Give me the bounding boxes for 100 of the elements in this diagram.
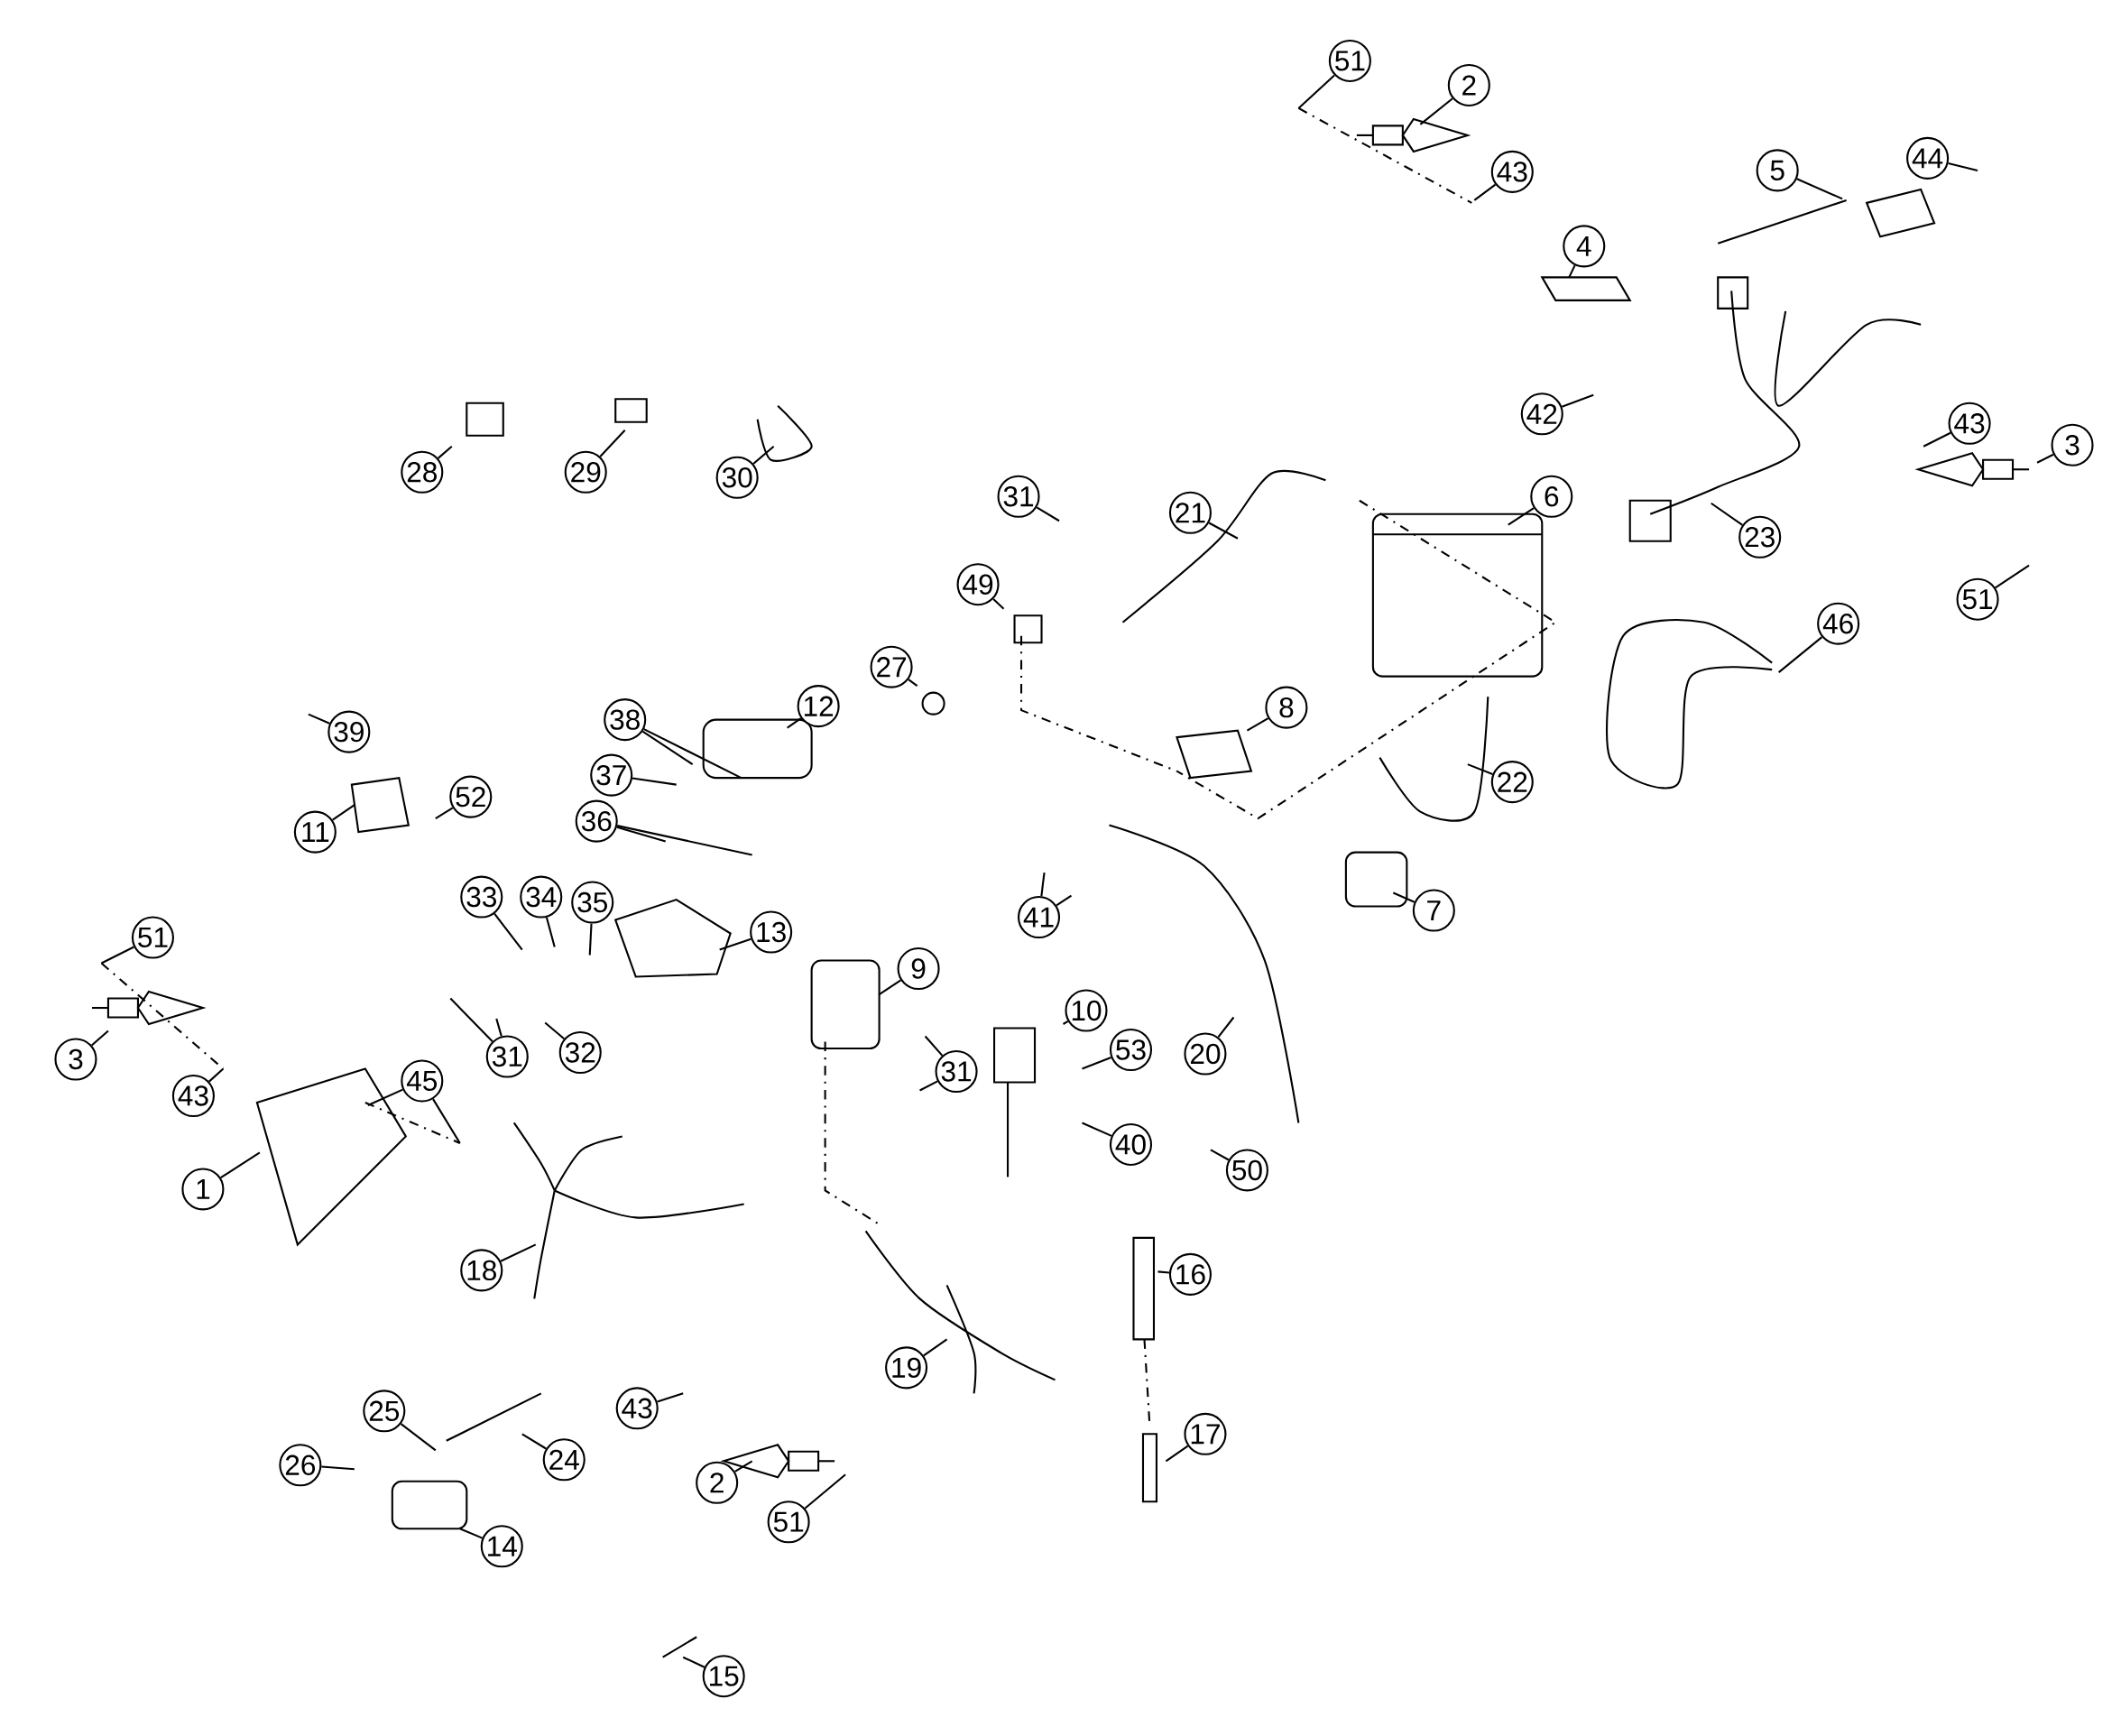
callout-number: 27 (870, 645, 913, 688)
callout-number: 39 (327, 710, 371, 753)
leader-line (924, 1035, 944, 1057)
leader-line (493, 913, 523, 951)
leader-line (923, 1338, 948, 1357)
leader-line (1082, 1122, 1112, 1137)
callout-number: 22 (1490, 761, 1534, 804)
leader-line (1995, 565, 2030, 589)
callout-number: 15 (702, 1655, 745, 1698)
callout-number: 38 (604, 698, 647, 742)
callout-number: 14 (480, 1525, 523, 1568)
leader-line (1246, 717, 1269, 732)
leader-line (804, 1473, 846, 1510)
callout-number: 41 (1017, 896, 1061, 939)
leader-line (617, 825, 752, 856)
leader-line (91, 1030, 109, 1047)
callout-number: 43 (171, 1075, 215, 1118)
leader-line (459, 1528, 483, 1539)
leader-line (1392, 891, 1416, 903)
callout-number: 43 (1490, 151, 1534, 194)
leader-line (1562, 393, 1594, 408)
callout-number: 17 (1184, 1412, 1227, 1455)
callout-number: 20 (1184, 1032, 1227, 1076)
callout-number: 5 (1756, 149, 1799, 192)
callout-number: 2 (1447, 64, 1490, 107)
callout-number: 6 (1530, 475, 1573, 518)
callout-number: 33 (460, 875, 503, 919)
callout-number: 43 (1948, 402, 1991, 445)
callout-number: 49 (956, 563, 1000, 606)
leader-line (1419, 97, 1453, 125)
callout-number: 53 (1109, 1029, 1153, 1072)
callout-number: 18 (460, 1249, 503, 1292)
callout-number: 1 (181, 1168, 225, 1211)
leader-line (1948, 162, 1978, 172)
callout-number: 4 (1563, 225, 1606, 268)
callout-number: 50 (1225, 1149, 1268, 1192)
leader-line (752, 446, 775, 465)
leader-line (449, 997, 493, 1043)
callout-number: 3 (2051, 423, 2094, 466)
callout-number: 46 (1817, 602, 1860, 645)
leader-line (435, 807, 454, 820)
callout-number: 36 (575, 799, 618, 843)
callout-number: 44 (1906, 137, 1950, 180)
leader-line (641, 730, 694, 766)
leader-line (734, 1460, 753, 1473)
callout-number: 40 (1109, 1123, 1153, 1167)
leader-line (1157, 1270, 1170, 1274)
leader-line (544, 1021, 565, 1040)
leader-line (1036, 506, 1060, 522)
callout-number: 35 (571, 881, 614, 924)
leader-line (400, 1423, 437, 1452)
leader-line (1040, 873, 1046, 897)
callout-number: 52 (449, 775, 493, 818)
callout-number: 43 (615, 1387, 659, 1430)
callout-number: 30 (715, 456, 759, 499)
leader-line (1210, 1149, 1230, 1161)
callout-number: 51 (1328, 40, 1371, 83)
leader-line (332, 804, 355, 821)
callout-number: 12 (797, 685, 840, 728)
leader-line (1208, 522, 1239, 540)
leader-line (616, 826, 666, 843)
leader-line (908, 679, 918, 688)
callout-number: 7 (1412, 889, 1455, 932)
leader-line (308, 713, 330, 725)
leader-line (500, 1243, 537, 1262)
leader-line (599, 429, 626, 457)
leader-line (1165, 1445, 1189, 1463)
callout-number: 13 (750, 910, 793, 954)
leader-line (367, 1088, 403, 1107)
callout-number: 45 (401, 1059, 444, 1103)
leader-line (1062, 1020, 1069, 1026)
callout-number: 51 (767, 1501, 810, 1544)
leader-line (437, 446, 453, 459)
leader-line (682, 1656, 705, 1668)
leader-line (657, 1392, 684, 1403)
leader-line (101, 946, 134, 965)
leader-line (545, 917, 556, 947)
callout-number: 3 (54, 1038, 97, 1081)
callout-number: 25 (363, 1390, 406, 1433)
callout-number: 31 (485, 1035, 529, 1078)
leader-line (1568, 264, 1576, 278)
leader-line (1778, 636, 1823, 674)
leader-line (719, 937, 752, 951)
callout-number: 10 (1065, 989, 1108, 1032)
callout-number: 29 (564, 450, 607, 494)
leader-line (643, 728, 742, 780)
leader-line (432, 1098, 461, 1144)
callout-number: 42 (1520, 392, 1563, 436)
callout-number: 37 (590, 753, 633, 797)
callout-number: 9 (897, 947, 940, 991)
leader-line (1297, 74, 1335, 109)
callout-number: 32 (558, 1031, 602, 1075)
callout-number: 16 (1168, 1253, 1212, 1297)
leader-line (879, 979, 901, 996)
leader-line (919, 1080, 938, 1092)
callout-number: 26 (279, 1444, 322, 1487)
leader-line (992, 598, 1005, 610)
leader-line (1082, 1057, 1111, 1070)
callout-number: 21 (1168, 491, 1212, 534)
leader-line (495, 1018, 503, 1037)
